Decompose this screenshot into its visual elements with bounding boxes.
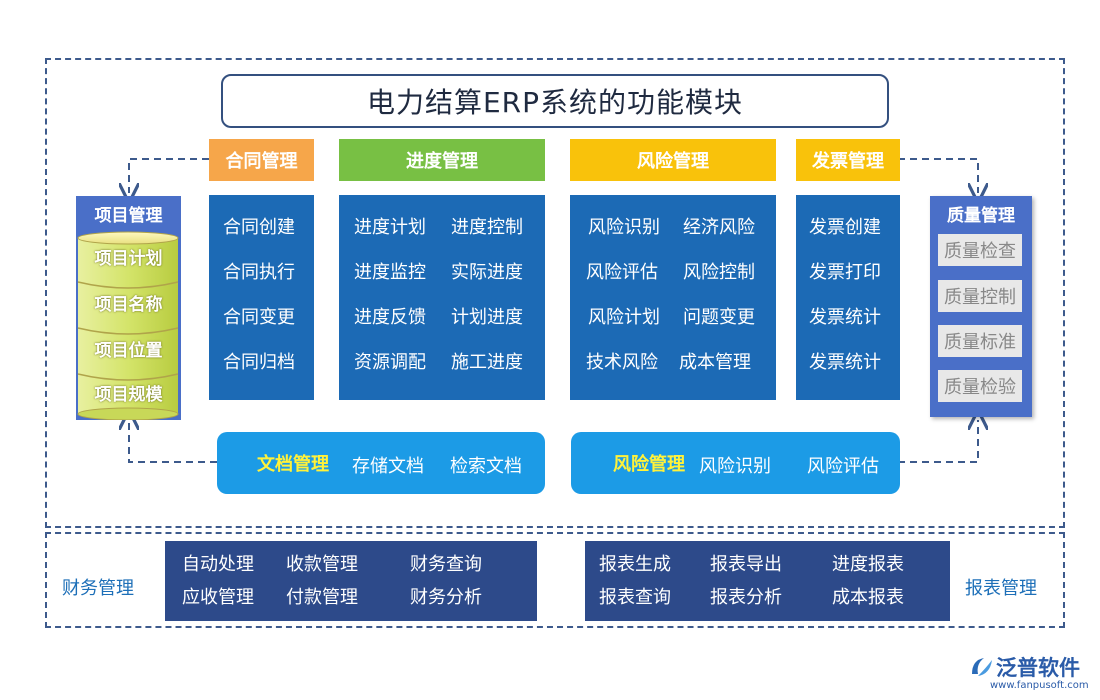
project-item: 项目位置 xyxy=(94,341,163,361)
risk-item: 风险控制 xyxy=(683,262,755,283)
finance-item: 收款管理 xyxy=(286,554,358,575)
finance-item: 财务查询 xyxy=(410,554,482,575)
logo-icon xyxy=(972,658,992,676)
progress-item: 进度反馈 xyxy=(354,307,426,328)
progress-panel: 进度计划 进度控制 进度监控 实际进度 进度反馈 计划进度 资源调配 施工进度 xyxy=(339,195,545,400)
page-title: 电力结算ERP系统的功能模块 xyxy=(366,86,744,119)
risk-panel: 风险识别 经济风险 风险评估 风险控制 风险计划 问题变更 技术风险 成本管理 xyxy=(570,195,776,400)
finance-label: 财务管理 xyxy=(62,578,134,599)
invoice-item: 发票打印 xyxy=(809,262,881,283)
main-frame xyxy=(45,58,1065,528)
bottom-frame xyxy=(45,532,1065,628)
report-item: 报表导出 xyxy=(710,554,782,575)
invoice-panel: 发票创建 发票打印 发票统计 发票统计 xyxy=(796,195,900,400)
finance-item: 自动处理 xyxy=(182,554,254,575)
project-item: 项目名称 xyxy=(94,295,163,315)
progress-item: 计划进度 xyxy=(451,307,523,328)
brand-logo: 泛普软件 www.fanpusoft.com xyxy=(968,652,1094,696)
logo-name: 泛普软件 xyxy=(996,656,1080,680)
risk-header: 风险管理 xyxy=(570,139,776,181)
invoice-item: 发票统计 xyxy=(809,307,881,328)
quality-item: 质量检验 xyxy=(938,370,1022,402)
contract-item: 合同归档 xyxy=(223,352,295,373)
contract-panel: 合同创建 合同执行 合同变更 合同归档 xyxy=(209,195,314,400)
docs-item: 存储文档 xyxy=(352,456,424,477)
project-header: 项目管理 xyxy=(94,205,163,226)
risk-item: 风险识别 xyxy=(588,217,660,238)
risk-pill: 风险管理 风险识别 风险评估 xyxy=(571,432,900,494)
progress-item: 进度控制 xyxy=(451,217,523,238)
quality-panel: 质量管理 质量检查 质量控制 质量标准 质量检验 xyxy=(930,196,1032,417)
project-cylinders xyxy=(77,231,179,420)
report-label: 报表管理 xyxy=(965,578,1037,599)
report-item: 报表分析 xyxy=(710,587,782,608)
contract-item: 合同执行 xyxy=(223,262,295,283)
quality-item: 质量标准 xyxy=(938,325,1022,357)
project-item: 项目计划 xyxy=(94,249,163,269)
project-item: 项目规模 xyxy=(94,385,163,405)
risk-item: 成本管理 xyxy=(679,352,751,373)
contract-item: 合同创建 xyxy=(223,217,295,238)
contract-header: 合同管理 xyxy=(209,139,314,181)
quality-item: 质量检查 xyxy=(938,234,1022,266)
risk2-label: 风险管理 xyxy=(613,454,685,475)
report-panel: 报表生成 报表导出 进度报表 报表查询 报表分析 成本报表 xyxy=(585,541,950,621)
finance-item: 付款管理 xyxy=(286,587,358,608)
progress-item: 施工进度 xyxy=(451,352,523,373)
risk2-item: 风险评估 xyxy=(807,456,879,477)
contract-item: 合同变更 xyxy=(223,307,295,328)
quality-item: 质量控制 xyxy=(938,280,1022,312)
invoice-item: 发票统计 xyxy=(809,352,881,373)
report-item: 成本报表 xyxy=(832,587,904,608)
risk-item: 风险计划 xyxy=(588,307,660,328)
risk-item: 技术风险 xyxy=(586,352,658,373)
report-item: 报表查询 xyxy=(599,587,671,608)
progress-item: 资源调配 xyxy=(354,352,426,373)
logo-url: www.fanpusoft.com xyxy=(990,680,1089,691)
risk-item: 风险评估 xyxy=(586,262,658,283)
risk2-item: 风险识别 xyxy=(699,456,771,477)
docs-pill: 文档管理 存储文档 检索文档 xyxy=(217,432,545,494)
title-box: 电力结算ERP系统的功能模块 xyxy=(221,74,889,128)
risk-item: 问题变更 xyxy=(683,307,755,328)
docs-item: 检索文档 xyxy=(450,456,522,477)
report-item: 进度报表 xyxy=(832,554,904,575)
progress-header: 进度管理 xyxy=(339,139,545,181)
risk-item: 经济风险 xyxy=(683,217,755,238)
invoice-item: 发票创建 xyxy=(809,217,881,238)
report-item: 报表生成 xyxy=(599,554,671,575)
finance-panel: 自动处理 收款管理 财务查询 应收管理 付款管理 财务分析 xyxy=(165,541,537,621)
finance-item: 应收管理 xyxy=(182,587,254,608)
docs-label: 文档管理 xyxy=(257,454,329,475)
progress-item: 进度计划 xyxy=(354,217,426,238)
progress-item: 实际进度 xyxy=(451,262,523,283)
quality-header: 质量管理 xyxy=(947,205,1015,226)
finance-item: 财务分析 xyxy=(410,587,482,608)
progress-item: 进度监控 xyxy=(354,262,426,283)
invoice-header: 发票管理 xyxy=(796,139,900,181)
